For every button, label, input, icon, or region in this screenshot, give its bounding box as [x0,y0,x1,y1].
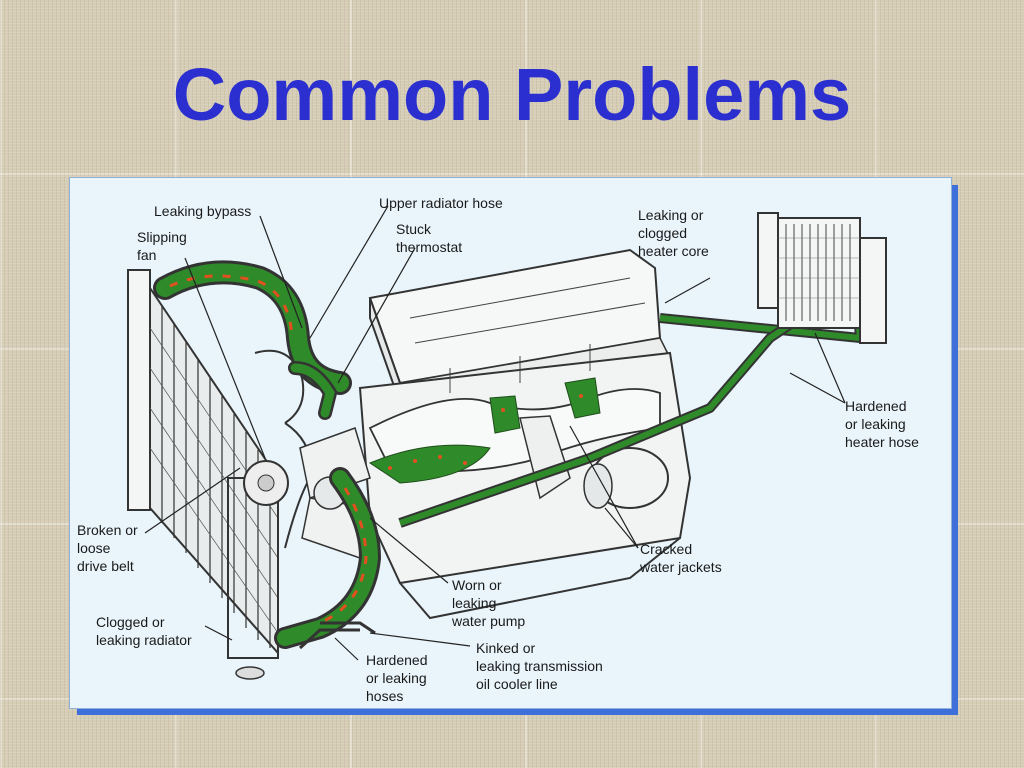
engine-block [358,248,692,620]
label-stuck-thermostat-1: Stuck [396,221,432,237]
label-slipping-fan-2: fan [137,247,156,263]
label-heater-core-3: heater core [638,243,709,259]
label-drive-belt-3: drive belt [77,558,134,574]
label-cooler-line-3: oil cooler line [476,676,558,692]
label-radiator-1: Clogged or [96,614,165,630]
diagram-labels: Leaking bypass Upper radiator hose Stuck… [77,195,919,704]
label-heater-hose-2: or leaking [845,416,906,432]
label-hoses-3: hoses [366,688,403,704]
label-cooler-line-1: Kinked or [476,640,535,656]
label-radiator-2: leaking radiator [96,632,192,648]
label-heater-core-2: clogged [638,225,687,241]
label-heater-hose-1: Hardened [845,398,907,414]
label-cooler-line-2: leaking transmission [476,658,603,674]
label-leaking-bypass: Leaking bypass [154,203,251,219]
cooling-system-diagram: Leaking bypass Upper radiator hose Stuck… [77,195,919,704]
label-heater-core-1: Leaking or [638,207,704,223]
heater-core [757,212,887,344]
label-water-pump-2: leaking [452,595,496,611]
label-drive-belt-2: loose [77,540,111,556]
label-drive-belt-1: Broken or [77,522,138,538]
label-heater-hose-3: heater hose [845,434,919,450]
label-hoses-1: Hardened [366,652,428,668]
label-water-jackets-2: water jackets [639,559,722,575]
label-slipping-fan-1: Slipping [137,229,187,245]
label-hoses-2: or leaking [366,670,427,686]
leader-lines [144,205,846,661]
label-water-pump-1: Worn or [452,577,502,593]
label-water-pump-3: water pump [451,613,525,629]
label-stuck-thermostat-2: thermostat [396,239,462,255]
label-upper-radiator-hose: Upper radiator hose [379,195,503,211]
slide-title: Common Problems [172,53,852,136]
diagram-panel: Leaking bypass Upper radiator hose Stuck… [69,177,952,709]
label-water-jackets-1: Cracked [640,541,692,557]
